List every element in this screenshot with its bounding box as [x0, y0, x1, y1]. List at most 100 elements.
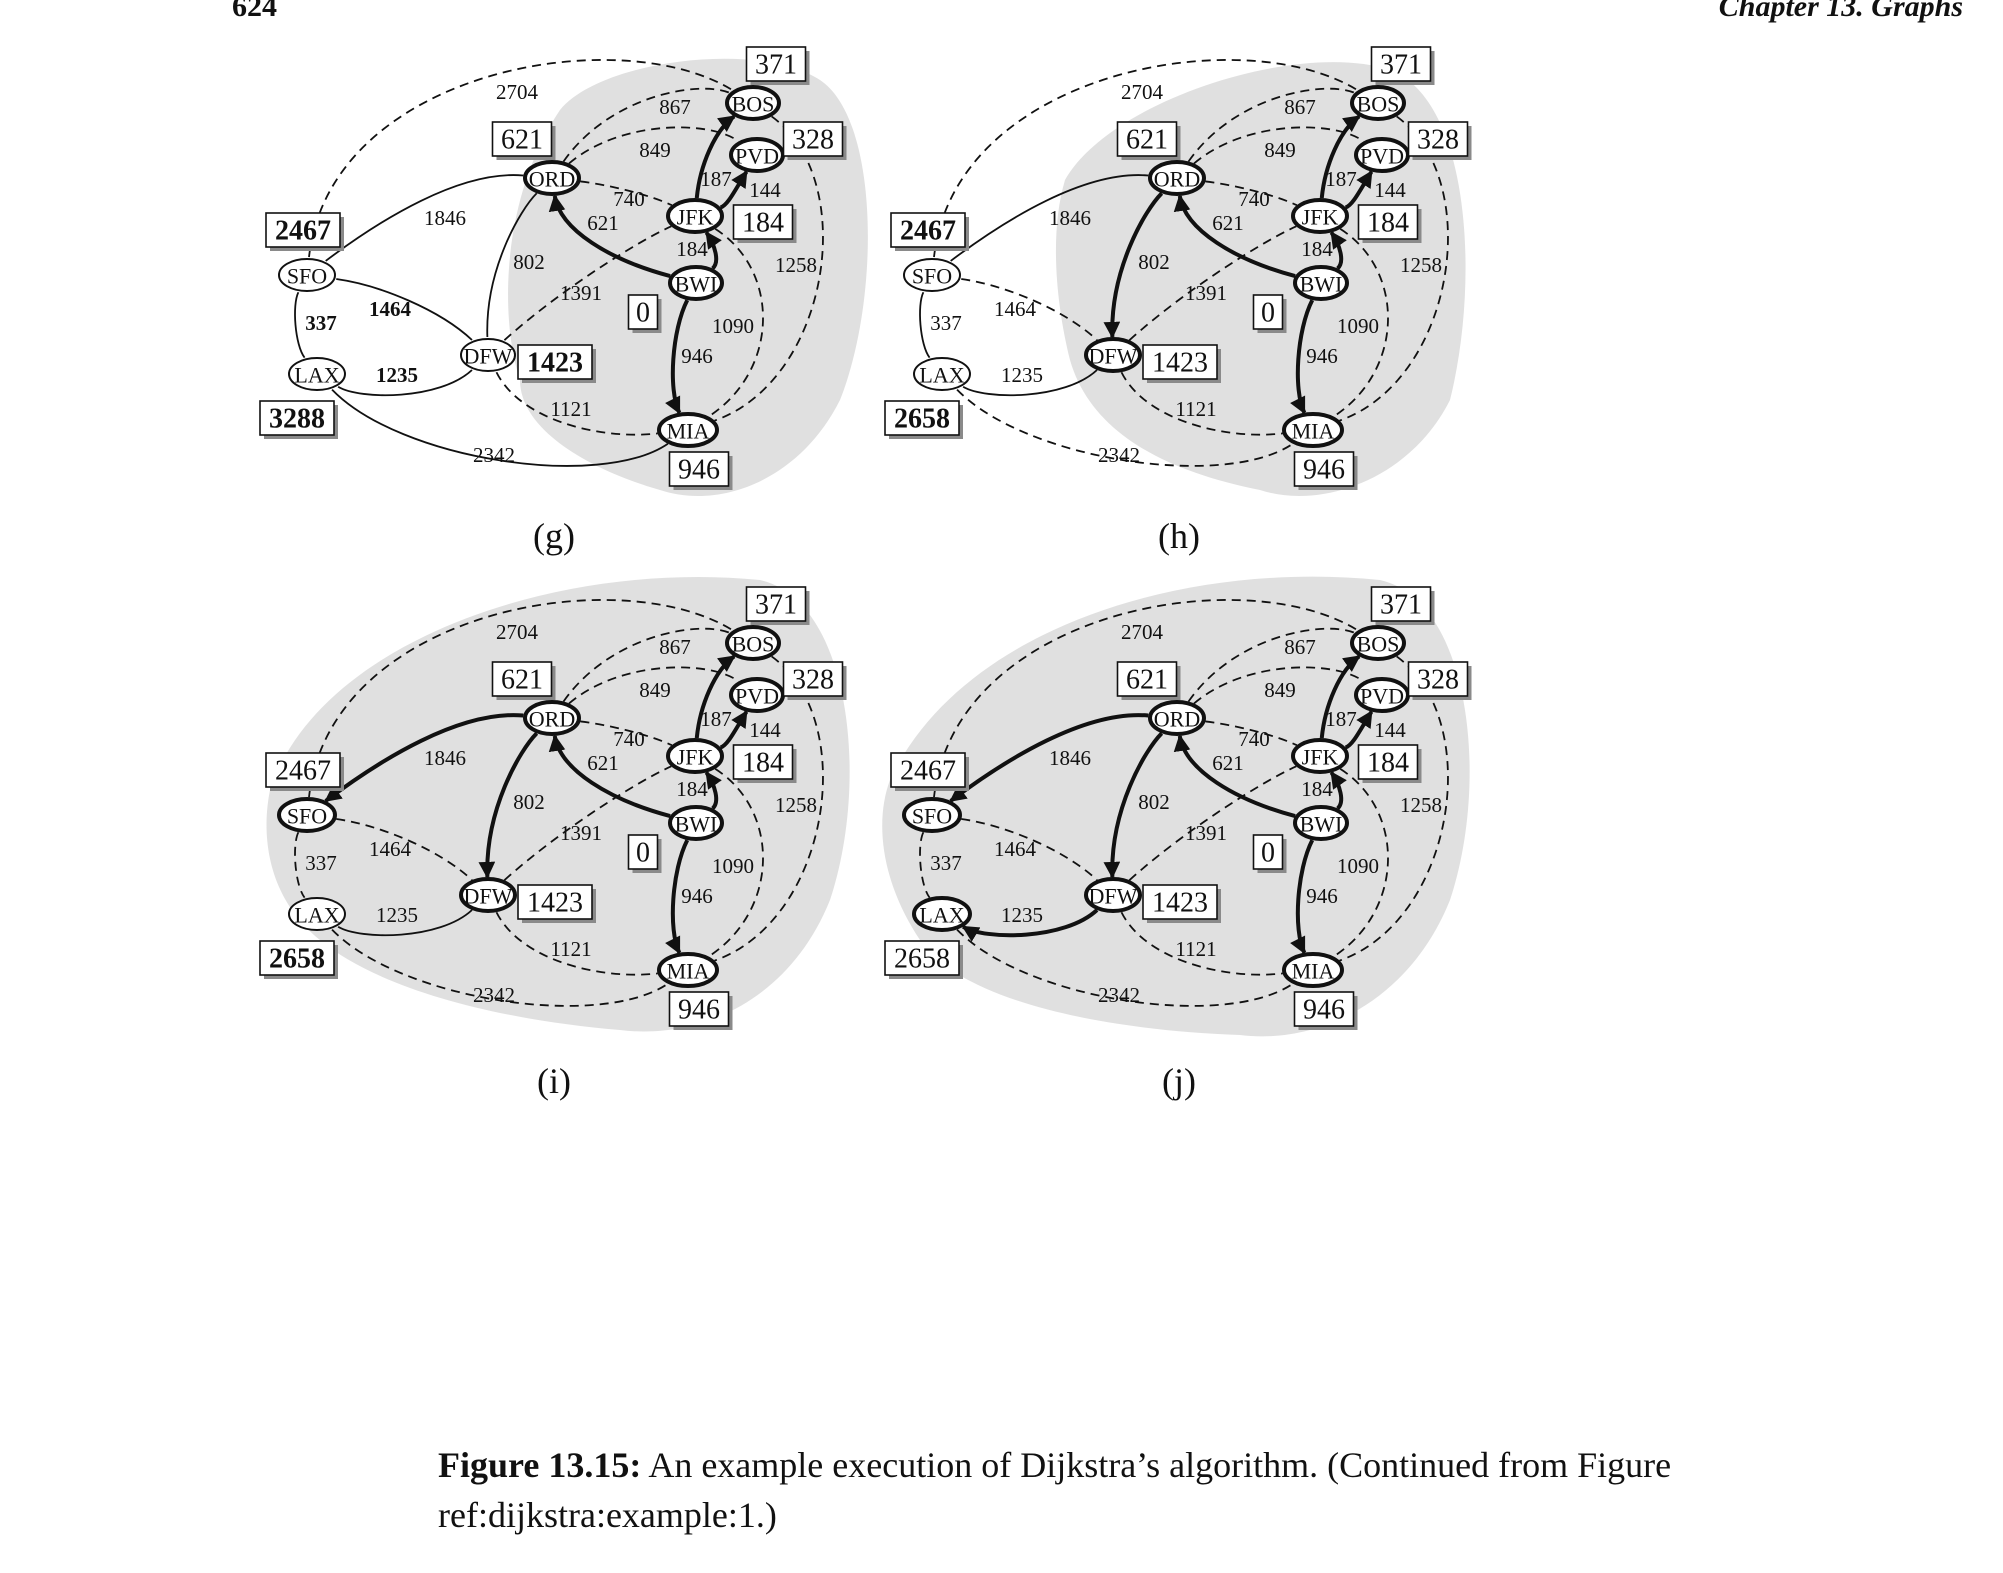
svg-text:BOS: BOS	[732, 632, 775, 657]
svg-text:LAX: LAX	[294, 363, 339, 388]
svg-text:LAX: LAX	[294, 903, 339, 928]
node-jfk: JFK	[666, 198, 724, 234]
edge-jfk-mia	[1333, 768, 1389, 958]
edge-bwi-mia	[665, 299, 690, 415]
panel-label: (g)	[533, 516, 575, 556]
svg-text:BWI: BWI	[1300, 812, 1343, 837]
svg-text:MIA: MIA	[1292, 959, 1335, 984]
node-jfk: JFK	[666, 738, 724, 774]
distance-box-pvd: 328	[1407, 121, 1472, 160]
distance-box-ord: 621	[491, 121, 556, 160]
edge-weight: 621	[587, 211, 619, 235]
svg-text:371: 371	[1380, 50, 1422, 81]
edge-lax-mia	[956, 388, 1294, 467]
distance-box-sfo: 2467	[265, 752, 344, 791]
node-bwi: BWI	[1293, 805, 1349, 841]
edge-weight: 2704	[496, 620, 539, 644]
svg-text:3288: 3288	[269, 404, 325, 435]
distance-box-dfw: 1423	[517, 884, 596, 923]
edge-bwi-jfk	[1329, 231, 1347, 270]
node-sfo: SFO	[902, 797, 962, 833]
edge-weight: 1391	[560, 821, 602, 845]
svg-text:ORD: ORD	[1154, 707, 1200, 732]
node-mia: MIA	[1282, 412, 1344, 448]
svg-text:621: 621	[501, 665, 543, 696]
edge-weight: 802	[513, 790, 545, 814]
edge-sfo-lax	[919, 831, 931, 899]
edge-weight: 1121	[1175, 397, 1216, 421]
svg-text:BWI: BWI	[1300, 272, 1343, 297]
edge-weight: 1235	[376, 363, 418, 387]
svg-text:2658: 2658	[894, 944, 950, 975]
edge-weight: 1846	[1049, 206, 1091, 230]
edge-weight: 184	[676, 237, 708, 261]
distance-box-dfw: 1423	[1142, 344, 1221, 383]
distance-box-mia: 946	[668, 451, 733, 490]
distance-box-bwi: 0	[627, 834, 662, 873]
node-jfk: JFK	[1291, 738, 1349, 774]
edge-jfk-bos	[1319, 654, 1361, 739]
node-sfo: SFO	[903, 258, 961, 292]
svg-text:ORD: ORD	[529, 707, 575, 732]
svg-text:PVD: PVD	[735, 684, 779, 709]
edge-jfk-pvd	[1344, 170, 1374, 210]
edge-weight: 1090	[712, 854, 754, 878]
edge-jfk-mia	[708, 768, 764, 958]
svg-text:SFO: SFO	[287, 804, 327, 829]
edge-ord-pvd	[568, 126, 740, 165]
distance-box-mia: 946	[668, 991, 733, 1030]
edge-sfo-lax	[294, 291, 306, 359]
edge-bwi-ord	[1173, 194, 1296, 279]
edge-ord-jfk	[1205, 720, 1298, 746]
edge-weight: 2342	[473, 983, 515, 1007]
node-lax: LAX	[288, 897, 346, 931]
edge-bwi-jfk	[704, 231, 722, 270]
edge-weight: 1090	[1337, 314, 1379, 338]
figure-caption: Figure 13.15: An example execution of Di…	[438, 1440, 1958, 1540]
edge-sfo-dfw	[961, 278, 1098, 341]
chapter-title: Chapter 13. Graphs	[1718, 0, 1963, 23]
node-ord: ORD	[1148, 160, 1206, 196]
distance-box-mia: 946	[1293, 991, 1358, 1030]
distance-box-mia: 946	[1293, 451, 1358, 490]
distance-box-jfk: 184	[732, 744, 797, 783]
distance-box-ord: 621	[1116, 121, 1181, 160]
svg-text:SFO: SFO	[287, 264, 327, 289]
edge-ord-jfk	[580, 180, 673, 206]
distance-box-lax: 2658	[259, 940, 338, 979]
edge-dfw-ord	[486, 192, 538, 338]
distance-box-bwi: 0	[627, 294, 662, 333]
svg-text:2467: 2467	[275, 756, 331, 787]
edge-sfo-ord	[950, 174, 1149, 262]
edge-weight: 187	[1325, 707, 1357, 731]
distance-box-lax: 2658	[884, 940, 963, 979]
svg-text:DFW: DFW	[1089, 344, 1138, 369]
distance-box-jfk: 184	[732, 204, 797, 243]
edge-bwi-jfk	[1329, 771, 1347, 810]
edge-weight: 1121	[550, 397, 591, 421]
node-mia: MIA	[657, 412, 719, 448]
edge-ord-pvd	[1193, 666, 1365, 705]
distance-box-pvd: 328	[782, 121, 847, 160]
panel-label: (h)	[1158, 516, 1200, 556]
edge-lax-mia	[331, 928, 669, 1007]
edge-weight: 1391	[1185, 281, 1227, 305]
edge-sfo-ord	[949, 713, 1149, 803]
svg-text:MIA: MIA	[667, 419, 710, 444]
edge-weight: 1121	[550, 937, 591, 961]
edge-lax-dfw	[962, 369, 1098, 397]
svg-text:0: 0	[636, 298, 650, 329]
edge-dfw-jfk	[1128, 225, 1297, 341]
distance-box-lax: 2658	[884, 400, 963, 439]
edge-weight: 867	[1284, 635, 1316, 659]
node-bwi: BWI	[1293, 265, 1349, 301]
edge-dfw-ord	[478, 731, 539, 879]
edge-ord-bos	[562, 627, 731, 703]
distance-box-bwi: 0	[1252, 294, 1287, 333]
distance-box-jfk: 184	[1357, 204, 1422, 243]
edge-weight: 337	[305, 311, 337, 335]
edge-weight: 184	[1301, 237, 1333, 261]
edge-jfk-bos	[694, 654, 736, 739]
distance-box-sfo: 2467	[265, 212, 344, 251]
edge-weight: 144	[749, 178, 781, 202]
